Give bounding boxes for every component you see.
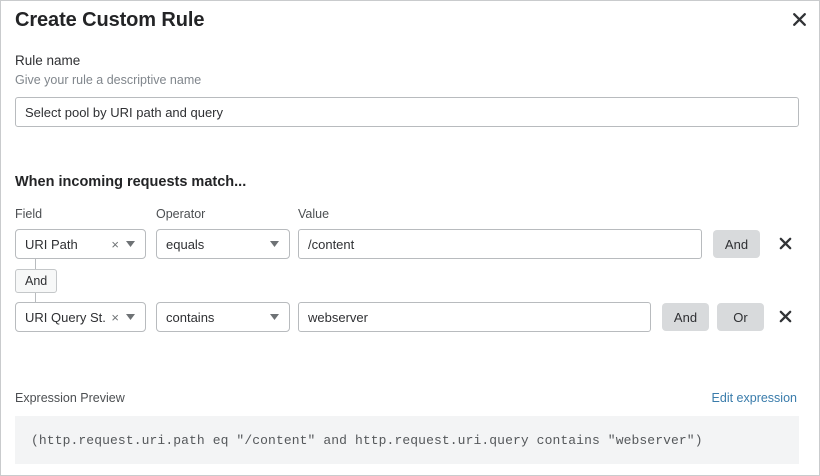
and-button-row-1[interactable]: And bbox=[713, 230, 760, 258]
column-header-value: Value bbox=[298, 207, 330, 221]
operator-select-1[interactable]: equals bbox=[156, 229, 290, 259]
row-connector: And bbox=[15, 259, 75, 305]
expression-preview-box: (http.request.uri.path eq "/content" and… bbox=[15, 416, 799, 464]
close-small-icon[interactable]: × bbox=[111, 309, 119, 325]
value-input-2[interactable] bbox=[298, 302, 651, 332]
chevron-down-icon bbox=[270, 241, 279, 247]
connector-and-chip[interactable]: And bbox=[15, 269, 58, 293]
field-select-1[interactable]: URI Path × bbox=[15, 229, 146, 259]
chevron-down-icon bbox=[270, 314, 279, 320]
operator-select-1-value: equals bbox=[166, 236, 205, 252]
value-input-1[interactable] bbox=[298, 229, 702, 259]
column-header-operator: Operator bbox=[156, 207, 206, 221]
rule-name-description: Give your rule a descriptive name bbox=[15, 73, 202, 87]
rule-name-label: Rule name bbox=[15, 53, 81, 68]
operator-select-2-value: contains bbox=[166, 309, 215, 325]
edit-expression-link[interactable]: Edit expression bbox=[711, 391, 797, 405]
condition-row: URI Query St... × contains And Or bbox=[1, 302, 819, 332]
rule-name-input[interactable] bbox=[15, 97, 799, 127]
or-button-row-2[interactable]: Or bbox=[717, 303, 764, 331]
rule-name-section: Rule name Give your rule a descriptive n… bbox=[15, 52, 201, 89]
delete-condition-button-row-2[interactable] bbox=[773, 304, 797, 328]
column-header-field: Field bbox=[15, 207, 43, 221]
close-small-icon[interactable]: × bbox=[111, 236, 119, 252]
field-select-2-value: URI Query St... bbox=[25, 309, 107, 325]
chevron-down-icon bbox=[126, 241, 135, 247]
field-select-2[interactable]: URI Query St... × bbox=[15, 302, 146, 332]
connector-line-top bbox=[35, 259, 36, 269]
page-title: Create Custom Rule bbox=[15, 9, 205, 31]
and-button-row-2[interactable]: And bbox=[662, 303, 709, 331]
operator-select-2[interactable]: contains bbox=[156, 302, 290, 332]
close-icon[interactable] bbox=[786, 6, 812, 32]
delete-condition-button-row-1[interactable] bbox=[773, 231, 797, 255]
connector-line-bottom bbox=[35, 293, 36, 303]
column-headers: Field Operator Value bbox=[1, 207, 819, 225]
chevron-down-icon bbox=[126, 314, 135, 320]
match-section-heading: When incoming requests match... bbox=[15, 174, 247, 190]
expression-preview-label: Expression Preview bbox=[15, 391, 125, 405]
condition-row: URI Path × equals And bbox=[1, 229, 819, 259]
field-select-1-value: URI Path bbox=[25, 236, 78, 252]
expression-code: (http.request.uri.path eq "/content" and… bbox=[31, 432, 703, 448]
